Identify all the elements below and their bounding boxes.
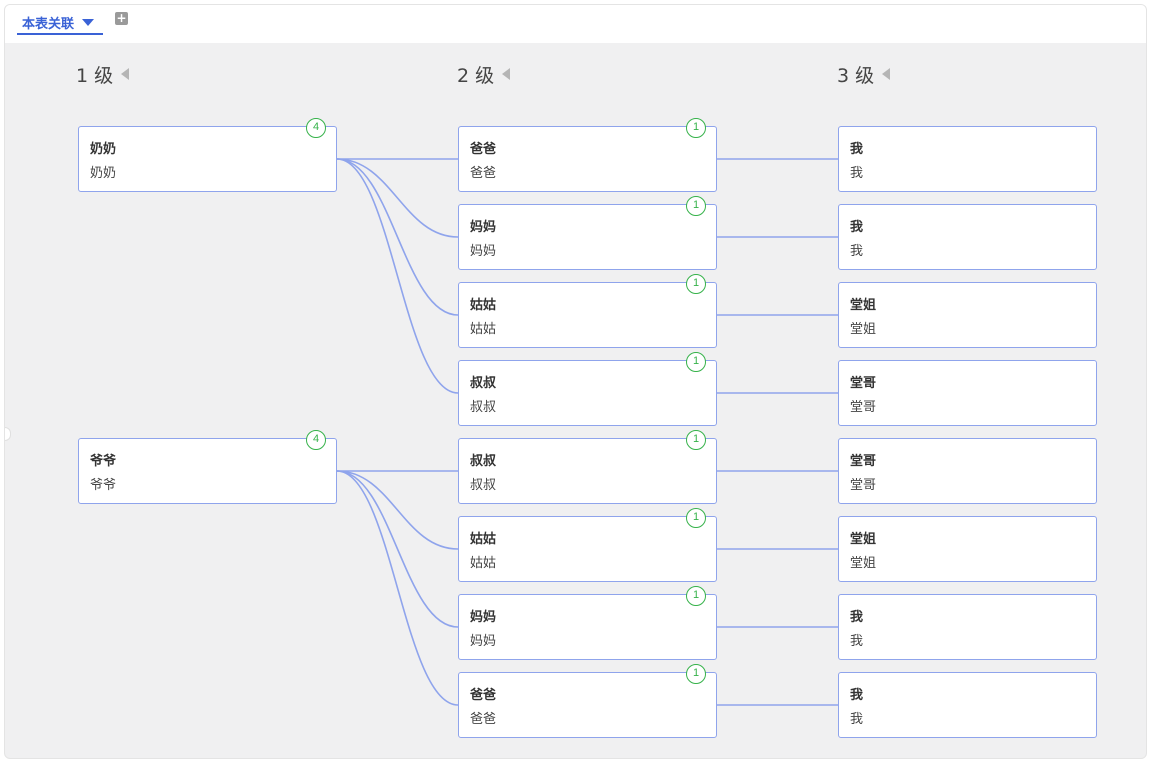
child-count-badge: 1 xyxy=(686,664,706,684)
card-title: 妈妈 xyxy=(470,220,497,235)
level3-card[interactable]: 堂哥堂哥 xyxy=(838,438,1097,504)
level3-card[interactable]: 堂姐堂姐 xyxy=(838,282,1097,348)
link-level1-level2 xyxy=(336,470,459,550)
level-header-3: 3 级 xyxy=(837,62,891,87)
card-subtitle: 爸爸 xyxy=(470,712,497,727)
card-title: 爸爸 xyxy=(470,688,497,703)
card-title: 堂哥 xyxy=(850,454,877,469)
tab-label: 本表关联 xyxy=(22,16,75,32)
card-title: 我 xyxy=(850,220,864,235)
caret-down-icon[interactable] xyxy=(82,18,95,26)
caret-left-icon[interactable] xyxy=(882,68,891,80)
caret-left-icon[interactable] xyxy=(121,68,130,80)
level-title: 2 级 xyxy=(457,64,495,87)
card-title: 我 xyxy=(850,688,864,703)
card-subtitle: 堂姐 xyxy=(850,322,877,337)
child-count-badge: 1 xyxy=(686,196,706,216)
child-count-badge: 1 xyxy=(686,352,706,372)
link-level1-level2 xyxy=(336,470,459,628)
card-subtitle: 叔叔 xyxy=(470,478,497,493)
card-subtitle: 堂哥 xyxy=(850,400,877,415)
link-level1-level2 xyxy=(336,158,459,394)
card-subtitle: 姑姑 xyxy=(470,322,497,337)
tab-table-relations[interactable]: 本表关联 xyxy=(17,11,103,35)
level-header-2: 2 级 xyxy=(457,62,511,87)
card-subtitle: 堂哥 xyxy=(850,478,877,493)
card-title: 堂哥 xyxy=(850,376,877,391)
card-subtitle: 堂姐 xyxy=(850,556,877,571)
card-title: 奶奶 xyxy=(90,142,117,157)
level3-card[interactable]: 我我 xyxy=(838,594,1097,660)
card-title: 姑姑 xyxy=(470,532,497,547)
card-subtitle: 我 xyxy=(850,712,864,727)
card-title: 叔叔 xyxy=(470,376,497,391)
link-level1-level2 xyxy=(336,158,459,238)
child-count-badge: 1 xyxy=(686,430,706,450)
card-title: 妈妈 xyxy=(470,610,497,625)
level-title: 3 级 xyxy=(837,64,875,87)
card-title: 爷爷 xyxy=(90,454,117,469)
level3-card[interactable]: 堂哥堂哥 xyxy=(838,360,1097,426)
card-title: 爸爸 xyxy=(470,142,497,157)
child-count-badge: 4 xyxy=(306,430,326,450)
card-title: 叔叔 xyxy=(470,454,497,469)
child-count-badge: 1 xyxy=(686,118,706,138)
card-subtitle: 奶奶 xyxy=(90,166,117,181)
level3-card[interactable]: 我我 xyxy=(838,204,1097,270)
link-level1-level2 xyxy=(336,158,459,316)
card-subtitle: 爸爸 xyxy=(470,166,497,181)
card-subtitle: 妈妈 xyxy=(470,634,497,649)
card-subtitle: 叔叔 xyxy=(470,400,497,415)
level3-card[interactable]: 堂姐堂姐 xyxy=(838,516,1097,582)
level3-card[interactable]: 我我 xyxy=(838,672,1097,738)
card-title: 我 xyxy=(850,610,864,625)
child-count-badge: 1 xyxy=(686,274,706,294)
card-title: 堂姐 xyxy=(850,532,877,547)
link-level1-level2 xyxy=(336,470,459,706)
add-tab-button[interactable]: + xyxy=(115,11,128,25)
child-count-badge: 1 xyxy=(686,586,706,606)
level-title: 1 级 xyxy=(76,64,114,87)
card-subtitle: 爷爷 xyxy=(90,478,117,493)
card-title: 堂姐 xyxy=(850,298,877,313)
card-title: 我 xyxy=(850,142,864,157)
child-count-badge: 1 xyxy=(686,508,706,528)
level-header-1: 1 级 xyxy=(76,62,130,87)
card-subtitle: 姑姑 xyxy=(470,556,497,571)
card-subtitle: 我 xyxy=(850,244,864,259)
card-subtitle: 我 xyxy=(850,634,864,649)
card-title: 姑姑 xyxy=(470,298,497,313)
card-subtitle: 妈妈 xyxy=(470,244,497,259)
level3-card[interactable]: 我我 xyxy=(838,126,1097,192)
top-toolbar: 本表关联 + xyxy=(5,5,1146,43)
card-subtitle: 我 xyxy=(850,166,864,181)
child-count-badge: 4 xyxy=(306,118,326,138)
caret-left-icon[interactable] xyxy=(502,68,511,80)
